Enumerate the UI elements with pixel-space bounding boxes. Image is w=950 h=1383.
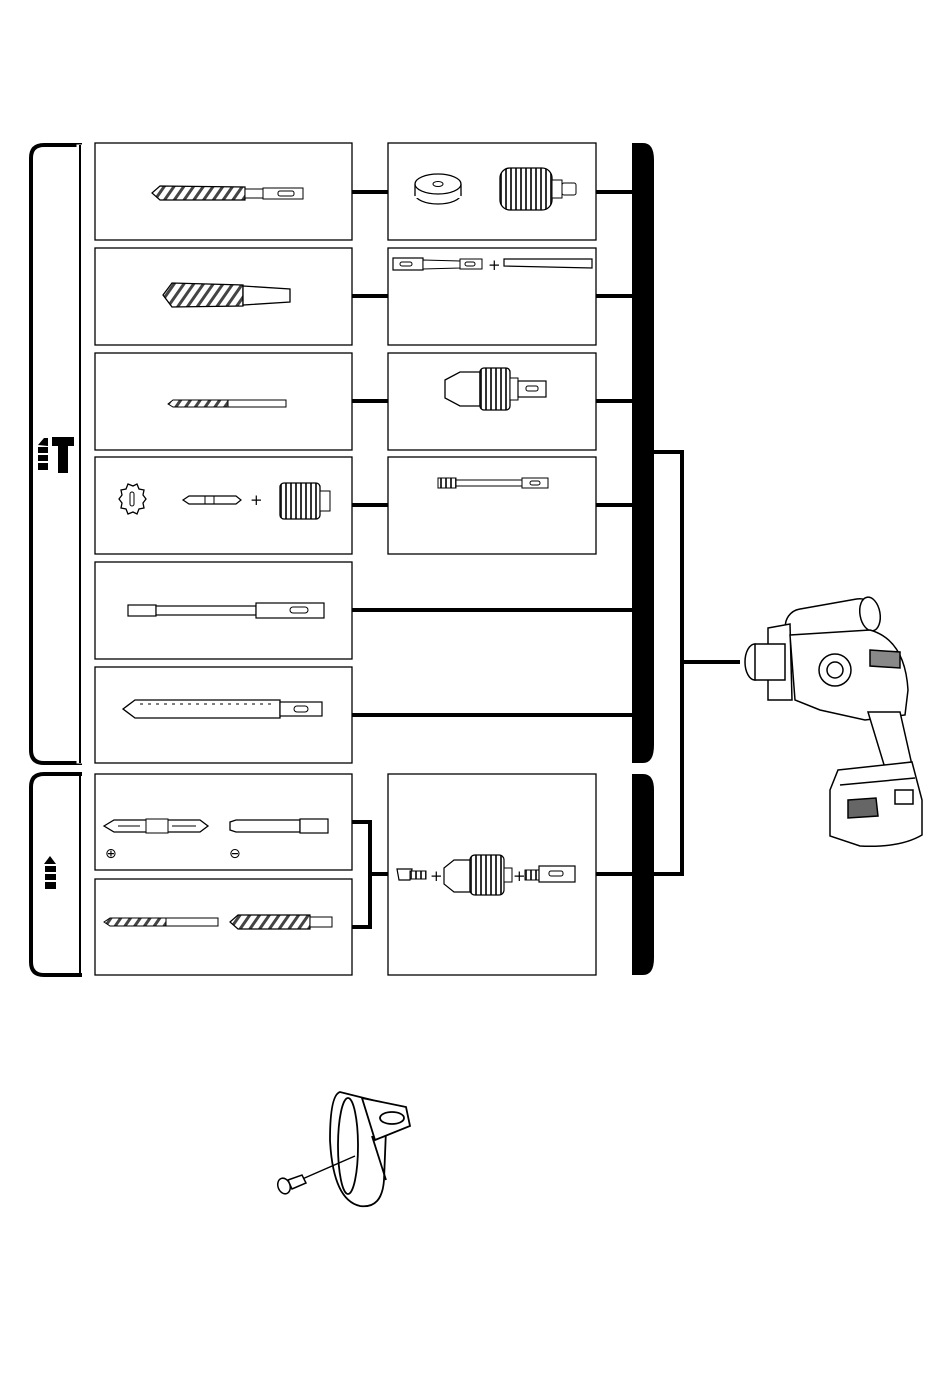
twist-drill-bit-icon [104, 918, 218, 926]
slotted-bit-icon [230, 819, 328, 833]
plus-sign: + [250, 491, 263, 509]
right-box-4 [388, 457, 596, 554]
sds-plus-drill-bit-icon [152, 186, 303, 200]
plus-sign: + [488, 256, 501, 274]
rotation-mode-bar [632, 774, 654, 975]
core-bit-extension-adapter-icon [438, 478, 548, 488]
wood-auger-bit-icon [230, 915, 332, 929]
left-box-6 [95, 667, 352, 763]
left-box-3 [95, 353, 352, 450]
phillips-bit-icon [104, 819, 208, 833]
right-box-1 [388, 143, 596, 240]
left-box-4: + [95, 457, 352, 554]
core-bit-center-plate-icon [415, 174, 461, 204]
side-handle-illustration [330, 1092, 410, 1206]
drill-mode-icon [44, 856, 56, 889]
small-drill-bit-icon [168, 400, 286, 407]
plus-sign: + [430, 867, 443, 885]
drift-key-icon [504, 259, 592, 268]
hammer-drill-mode-icon [38, 437, 74, 473]
rotation-mode-bracket [31, 774, 82, 975]
rotary-hammer-illustration [745, 596, 922, 847]
cold-chisel-icon [123, 700, 322, 718]
drill-chuck-icon [444, 855, 512, 895]
phillips-symbol: ⊕ [105, 846, 117, 862]
left-box-1 [95, 143, 352, 240]
plus-sign: + [513, 867, 526, 885]
left-box-5 [95, 562, 352, 659]
slotted-symbol: ⊖ [229, 846, 241, 862]
right-box-2: + [388, 248, 596, 345]
right-box-5: + + [388, 774, 596, 975]
left-box-7: ⊕ ⊖ [95, 774, 352, 870]
hammer-mode-bar [632, 143, 654, 763]
chuck-key-icon [397, 869, 426, 880]
right-box-3 [388, 353, 596, 450]
hammer-mode-bracket [31, 145, 82, 763]
left-box-2 [95, 248, 352, 345]
left-box-8 [95, 879, 352, 975]
center-pin-icon [183, 496, 241, 504]
